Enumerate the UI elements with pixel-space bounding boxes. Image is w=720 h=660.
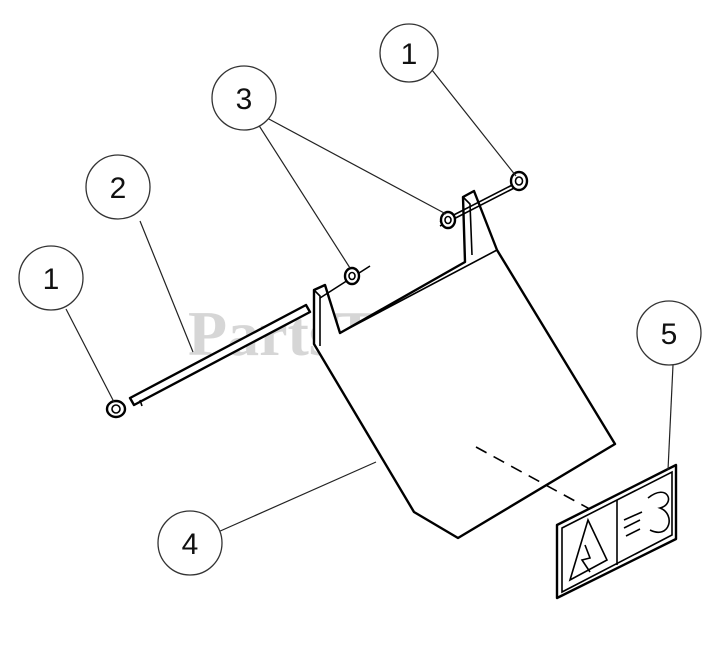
leader-5 [667,364,674,471]
callout-2: 2 [85,154,151,220]
hand-hazard-icon [623,491,670,537]
callout-1-left: 1 [18,245,84,311]
leader-lines [65,69,674,533]
warning-triangle-icon [568,517,609,582]
callout-1-top: 1 [379,23,439,83]
push-nut-right[interactable] [509,170,529,192]
hinge-rod[interactable] [128,303,312,407]
deflector-plate[interactable] [312,189,617,540]
svg-text:2: 2 [110,172,127,205]
washer-lower[interactable] [343,266,361,286]
leader-4 [217,461,377,533]
svg-text:3: 3 [236,83,253,116]
svg-text:1: 1 [43,263,60,296]
warning-decal[interactable] [555,463,678,600]
washer-upper[interactable] [439,210,457,230]
leader-1-left [65,308,115,403]
leader-3-lower [257,123,351,269]
leader-3-upper [266,117,447,215]
callout-5: 5 [636,300,702,366]
callout-4: 4 [157,510,223,576]
push-nut-left[interactable] [105,399,127,419]
lower-rod-end[interactable] [319,265,371,299]
svg-text:1: 1 [401,38,418,71]
svg-text:4: 4 [182,528,199,561]
leader-1-top [431,69,517,177]
svg-text:5: 5 [661,318,678,351]
callout-3: 3 [211,65,277,131]
leader-2 [139,220,194,353]
